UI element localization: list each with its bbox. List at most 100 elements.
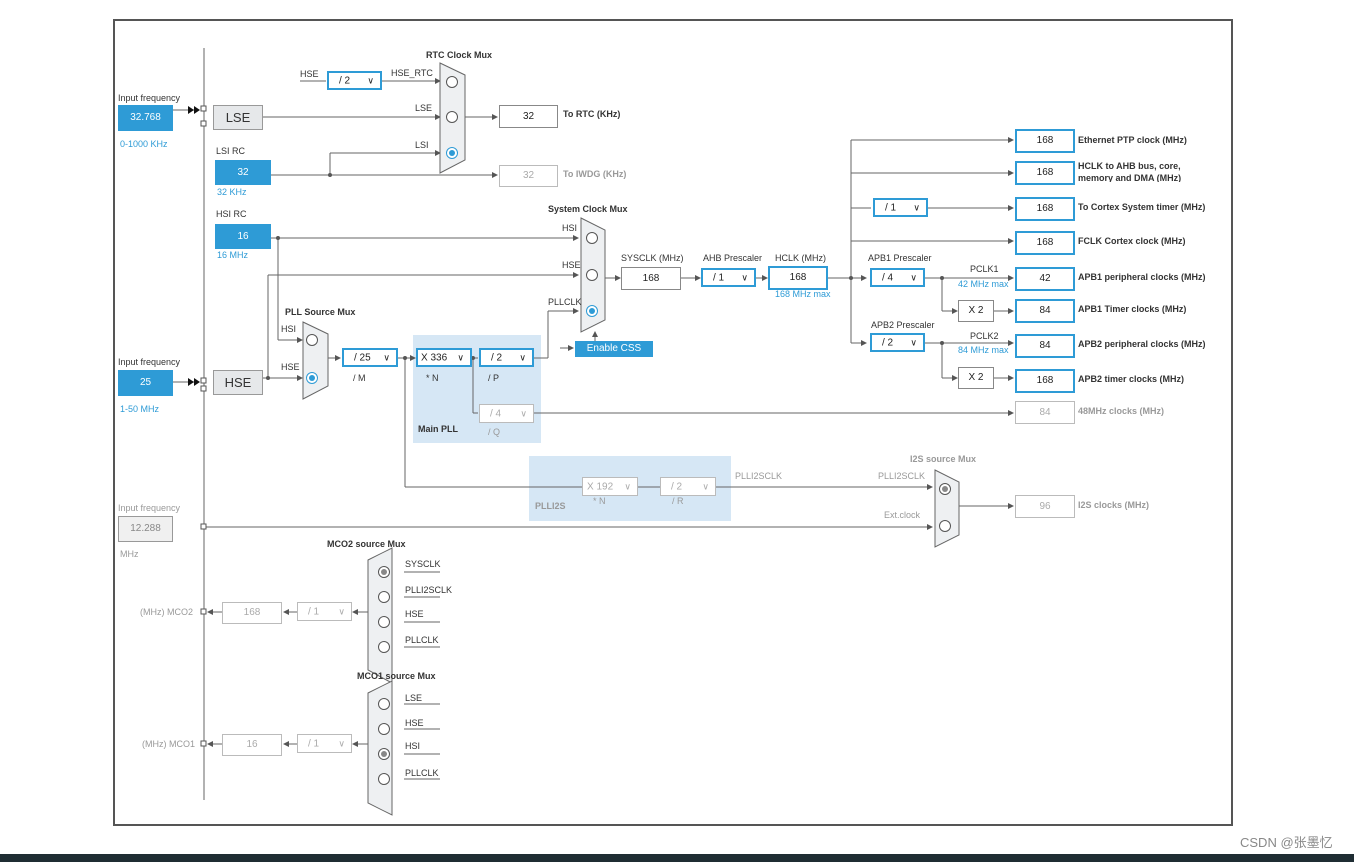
lsi-value: 32: [215, 160, 271, 185]
rtc-lse-label: LSE: [415, 103, 433, 113]
apb1-peripheral-value: 42: [1015, 267, 1075, 291]
mco1-value: 16: [222, 734, 282, 756]
hclk-ahb-label-line2: memory and DMA (MHz): [1078, 173, 1182, 182]
mco1-in3: HSI: [405, 741, 421, 751]
fclk-value: 168: [1015, 231, 1075, 255]
main-pll-title: Main PLL: [418, 424, 458, 434]
mco2-label: (MHz) MCO2: [140, 607, 193, 617]
hsi-unit: 16 MHz: [217, 250, 249, 260]
rtc-hse-divider-select[interactable]: / 2∨: [327, 71, 382, 90]
pll-q-select[interactable]: / 4∨: [479, 404, 534, 423]
pllmux-hsi-label: HSI: [281, 324, 297, 334]
lse-input-label: Input frequency: [118, 93, 181, 103]
mco1-label: (MHz) MCO1: [142, 739, 195, 749]
hclk-input[interactable]: 168: [768, 266, 828, 290]
apb2-peripheral-label: APB2 peripheral clocks (MHz): [1078, 339, 1206, 349]
chevron-down-icon: ∨: [367, 75, 374, 85]
lse-frequency-input[interactable]: 32.768: [118, 105, 173, 131]
cortex-timer-divider-select[interactable]: / 1∨: [873, 198, 928, 217]
mco2-value: 168: [222, 602, 282, 624]
mco1-divider-select[interactable]: / 1∨: [297, 734, 352, 753]
mco2-divider-select[interactable]: / 1∨: [297, 602, 352, 621]
ext-unit: MHz: [120, 549, 139, 559]
pll-n-label: * N: [426, 373, 439, 383]
plli2s-n-label: * N: [593, 496, 606, 506]
taskbar-strip: [0, 854, 1354, 862]
pll-n-select[interactable]: X 336∨: [416, 348, 472, 367]
apb2-prescaler-label: APB2 Prescaler: [871, 320, 935, 330]
plli2s-n-select[interactable]: X 192∨: [582, 477, 638, 496]
mco2-in2: PLLI2SCLK: [405, 585, 453, 595]
hse-source: HSE: [213, 370, 263, 395]
ext-input-label: Input frequency: [118, 503, 181, 513]
hsi-label: HSI RC: [216, 209, 247, 219]
enable-css-button[interactable]: Enable CSS: [575, 341, 653, 357]
apb1-peripheral-label: APB1 peripheral clocks (MHz): [1078, 272, 1206, 282]
clk48-label: 48MHz clocks (MHz): [1078, 406, 1165, 416]
iwdg-output-label: To IWDG (KHz): [563, 169, 627, 179]
apb1-timer-multiplier: X 2: [958, 300, 994, 322]
apb2-timer-multiplier: X 2: [958, 367, 994, 389]
hsi-value: 16: [215, 224, 271, 249]
clk48-value: 84: [1015, 401, 1075, 424]
chevron-down-icon: ∨: [383, 352, 390, 362]
hclk-ahb-label-line1: HCLK to AHB bus, core,: [1078, 161, 1181, 171]
rtc-output-value: 32: [499, 105, 558, 128]
rtc-hse-label: HSE: [300, 69, 319, 79]
fclk-label: FCLK Cortex clock (MHz): [1078, 236, 1186, 246]
hse-range: 1-50 MHz: [120, 404, 160, 414]
hse-frequency-input[interactable]: 25: [118, 370, 173, 396]
mco2-in4: PLLCLK: [405, 635, 439, 645]
plli2s-title: PLLI2S: [535, 501, 566, 511]
apb1-timer-label: APB1 Timer clocks (MHz): [1078, 304, 1187, 314]
plli2sclk-label: PLLI2SCLK: [735, 471, 783, 481]
pll-m-label: / M: [353, 373, 366, 383]
hse-input-label: Input frequency: [118, 357, 181, 367]
chevron-down-icon: ∨: [457, 352, 464, 362]
lsi-label: LSI RC: [216, 146, 246, 156]
chevron-down-icon: ∨: [702, 481, 709, 491]
csdn-watermark: CSDN @张墨忆: [1240, 835, 1333, 850]
mco2-mux-title: MCO2 source Mux: [327, 539, 406, 549]
chevron-down-icon: ∨: [519, 352, 526, 362]
pclk2-max: 84 MHz max: [958, 345, 1009, 355]
iwdg-output-value: 32: [499, 165, 558, 187]
chevron-down-icon: ∨: [624, 481, 631, 491]
sysclk-value: 168: [621, 267, 681, 290]
pclk2-label: PCLK2: [970, 331, 999, 341]
mco2-in1: SYSCLK: [405, 559, 441, 569]
pll-p-select[interactable]: / 2∨: [479, 348, 534, 367]
apb2-peripheral-value: 84: [1015, 334, 1075, 358]
pclk1-label: PCLK1: [970, 264, 999, 274]
i2s-clock-value: 96: [1015, 495, 1075, 518]
apb1-timer-value: 84: [1015, 299, 1075, 323]
mco1-in2: HSE: [405, 718, 424, 728]
system-clock-mux-title: System Clock Mux: [548, 204, 628, 214]
hse-rtc-label: HSE_RTC: [391, 68, 433, 78]
hclk-ahb-value: 168: [1015, 161, 1075, 185]
chevron-down-icon: ∨: [910, 272, 917, 282]
pclk1-max: 42 MHz max: [958, 279, 1009, 289]
pll-p-label: / P: [488, 373, 500, 383]
apb1-prescaler-select[interactable]: / 4∨: [870, 268, 925, 287]
ethernet-ptp-label: Ethernet PTP clock (MHz): [1078, 135, 1187, 145]
pll-m-select[interactable]: / 25∨: [342, 348, 398, 367]
chevron-down-icon: ∨: [338, 738, 345, 748]
ahb-prescaler-label: AHB Prescaler: [703, 253, 763, 263]
mco1-in4: PLLCLK: [405, 768, 439, 778]
chevron-down-icon: ∨: [338, 606, 345, 616]
cortex-timer-label: To Cortex System timer (MHz): [1078, 202, 1206, 212]
plli2s-r-select[interactable]: / 2∨: [660, 477, 716, 496]
apb2-prescaler-select[interactable]: / 2∨: [870, 333, 925, 352]
pll-q-label: / Q: [488, 427, 501, 437]
rtc-output-label: To RTC (KHz): [563, 109, 621, 119]
hclk-label: HCLK (MHz): [775, 253, 826, 263]
lse-range: 0-1000 KHz: [120, 139, 168, 149]
apb2-timer-value: 168: [1015, 369, 1075, 393]
hclk-max: 168 MHz max: [775, 289, 831, 299]
rtc-lsi-label: LSI: [415, 140, 429, 150]
ext-frequency-input[interactable]: 12.288: [118, 516, 173, 542]
apb1-prescaler-label: APB1 Prescaler: [868, 253, 932, 263]
ahb-prescaler-select[interactable]: / 1∨: [701, 268, 756, 287]
